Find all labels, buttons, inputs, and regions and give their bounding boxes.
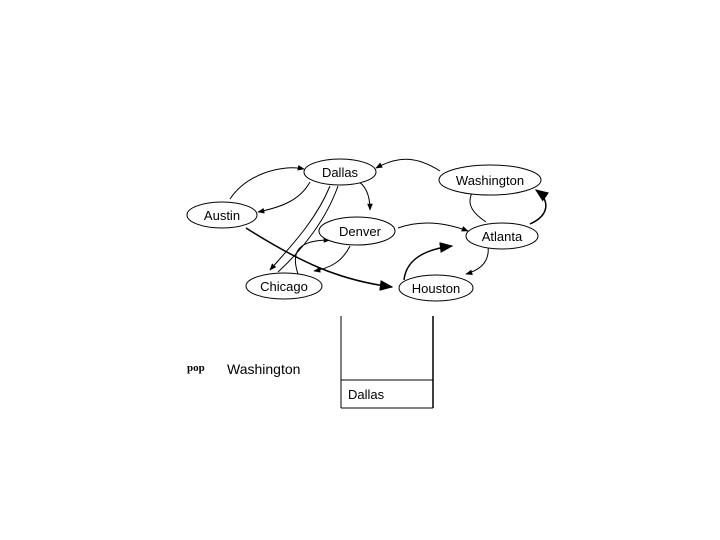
popped-value: Washington: [227, 361, 300, 377]
edge-chicago-denver: [294, 237, 331, 275]
edge-dallas-chicago-2: [277, 185, 339, 273]
node-washington: Washington: [438, 164, 542, 196]
edge-dallas-washington: [375, 158, 441, 172]
operation-label: pop: [187, 362, 205, 374]
edge-atlanta-houston: [465, 245, 489, 275]
edge-houston-atlanta: [403, 242, 454, 281]
node-denver: Denver: [318, 216, 396, 246]
edge-dallas-austin-lower: [257, 181, 311, 214]
edge-denver-atlanta: [397, 222, 469, 232]
edge-dallas-austin-upper: [229, 164, 305, 200]
stack-item: Dallas: [348, 387, 385, 402]
stack: Dallas: [340, 316, 434, 409]
node-austin-label: Austin: [204, 208, 240, 223]
node-austin: Austin: [186, 201, 258, 229]
edge-dallas-denver: [355, 179, 373, 211]
node-washington-label: Washington: [456, 173, 524, 188]
graph-edges: [229, 158, 550, 291]
node-dallas-label: Dallas: [322, 165, 359, 180]
edge-washington-atlanta: [469, 192, 487, 223]
edge-dallas-chicago-1: [269, 185, 331, 271]
node-houston-label: Houston: [412, 281, 460, 296]
edge-denver-chicago: [313, 245, 351, 273]
edge-atlanta-washington: [529, 189, 550, 225]
node-dallas: Dallas: [303, 158, 377, 186]
node-atlanta: Atlanta: [465, 222, 539, 250]
node-chicago: Chicago: [245, 272, 323, 300]
node-atlanta-label: Atlanta: [482, 229, 523, 244]
node-chicago-label: Chicago: [260, 279, 308, 294]
node-denver-label: Denver: [339, 224, 382, 239]
node-houston: Houston: [398, 274, 474, 302]
